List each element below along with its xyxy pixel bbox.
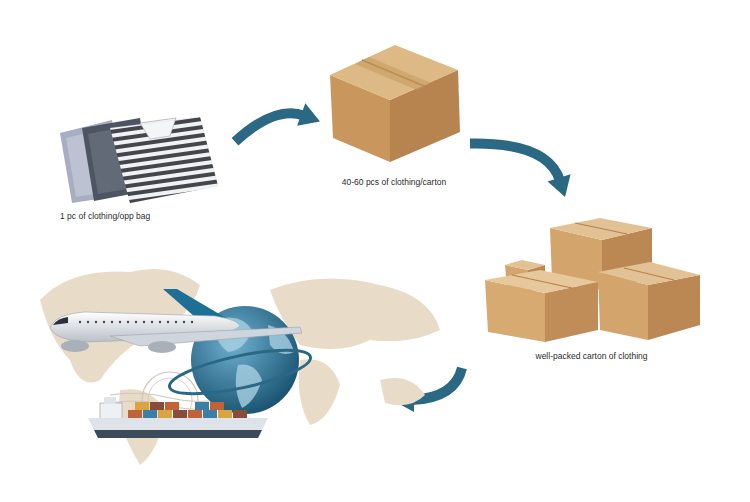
illustration-part	[188, 410, 202, 418]
illustration-part	[550, 218, 652, 240]
illustration-part	[53, 317, 68, 325]
illustration-part	[100, 403, 122, 419]
illustration-part	[79, 321, 193, 323]
carton-box	[330, 45, 460, 162]
illustration-part	[110, 117, 218, 203]
illustration-part	[299, 359, 340, 425]
illustration-part	[505, 260, 545, 270]
container-ship	[88, 397, 268, 438]
illustration-part	[104, 397, 116, 404]
illustration-part	[110, 401, 230, 409]
illustration-part	[203, 410, 217, 418]
illustration-part	[150, 402, 164, 410]
illustrated-step: 1 pc of clothing/opp bag	[53, 115, 232, 222]
illustration-part	[88, 418, 268, 438]
illustration-part	[330, 45, 458, 100]
illustration-part	[648, 275, 700, 340]
flow-arrow	[235, 103, 320, 141]
illustration-part	[575, 223, 627, 234]
world-map	[40, 269, 440, 465]
illustration-part	[110, 327, 302, 346]
illustration-part	[167, 321, 169, 323]
illustration-part	[135, 321, 137, 323]
illustration-part	[191, 321, 193, 323]
step-caption: well-packed carton of clothing	[478, 351, 707, 362]
illustration-part	[119, 321, 121, 323]
illustration-part	[166, 341, 314, 402]
illustration-part	[135, 402, 149, 410]
illustration-part	[218, 410, 232, 418]
arrow-shaft	[470, 144, 560, 181]
illustration-part	[158, 410, 172, 418]
illustration-part	[94, 430, 262, 438]
arrow-shaft	[235, 113, 304, 142]
clothing-bags	[60, 117, 218, 203]
illustration-part	[165, 402, 179, 410]
step-caption: 1 pc of clothing/opp bag	[53, 211, 232, 222]
illustration-part	[151, 321, 153, 323]
illustration-part	[87, 321, 89, 323]
illustration-part	[624, 268, 674, 280]
illustration-part	[163, 289, 226, 318]
step-caption: 40-60 pcs of clothing/carton	[323, 177, 467, 188]
illustration-part	[173, 410, 187, 418]
illustration-part	[111, 321, 113, 323]
illustration-part	[143, 410, 157, 418]
airplane	[50, 289, 302, 353]
illustrated-step: well-packed carton of clothing	[478, 200, 707, 362]
illustration-part	[110, 117, 218, 203]
illustration-part	[143, 321, 145, 323]
illustration-part	[95, 321, 97, 323]
illustration-part	[195, 402, 209, 410]
carton-stack	[485, 218, 700, 342]
illustration-part	[79, 321, 81, 323]
illustration-part	[103, 321, 105, 323]
illustrated-step: 40-60 pcs of clothing/carton	[323, 40, 467, 188]
illustration-part	[210, 402, 224, 410]
illustration-part	[159, 321, 161, 323]
arrow-head	[548, 174, 571, 197]
illustration-part	[148, 341, 176, 353]
illustration-part	[233, 410, 247, 418]
illustration-part	[128, 410, 142, 418]
illustration-part	[270, 279, 440, 349]
illustration-part	[127, 321, 129, 323]
illustration-part	[61, 340, 89, 352]
flow-arrow	[470, 144, 571, 197]
illustration-part	[175, 321, 177, 323]
illustration-part	[183, 321, 185, 323]
illustration-part	[512, 275, 572, 288]
illustration-part	[380, 378, 425, 405]
arrow-head	[297, 103, 320, 126]
illustration-part	[355, 57, 431, 90]
illustration-part	[598, 262, 700, 285]
illustration-part	[485, 270, 598, 293]
